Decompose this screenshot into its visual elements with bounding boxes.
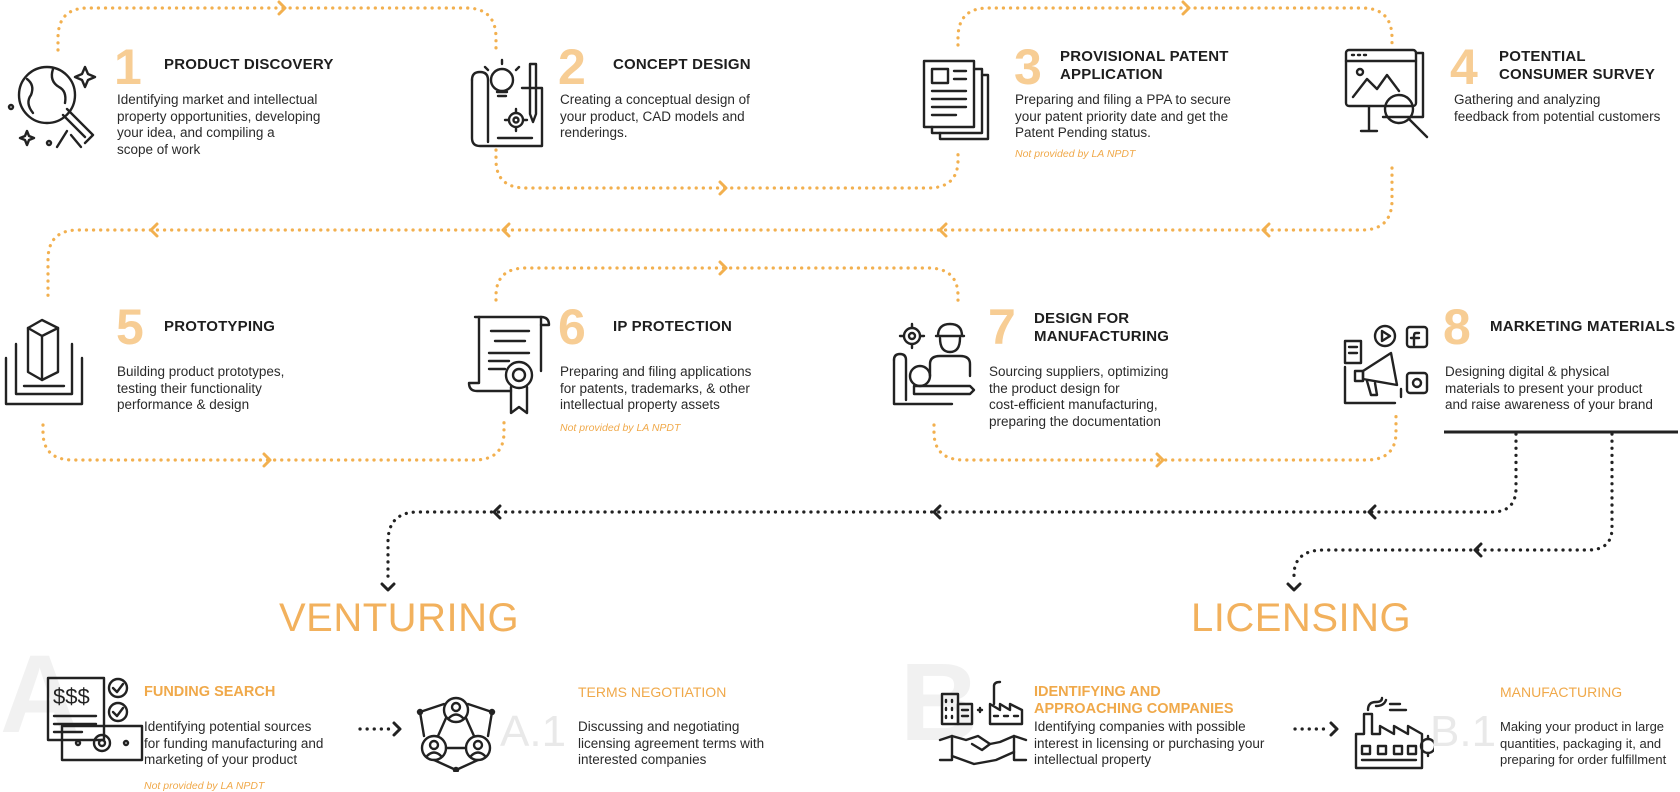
handshake-buildings-icon [938, 680, 1028, 770]
venturing-heading: VENTURING [279, 596, 520, 640]
step-6-note: Not provided by LA NPDT [560, 422, 681, 434]
connector-7-8 [932, 413, 1398, 462]
connector-1-2 [56, 6, 498, 52]
step-1-title: PRODUCT DISCOVERY [164, 56, 334, 73]
a1-label: A.1 [500, 707, 567, 756]
arrow-left-2 [938, 222, 948, 238]
arrow-right-dark-a [392, 721, 402, 737]
svg-text:$$$: $$$ [53, 684, 90, 709]
connector-4-5 [46, 166, 1394, 302]
arrow-left-dark-4 [1473, 542, 1483, 558]
arrow-down-dark-2 [1286, 582, 1302, 592]
step-5-title: PROTOTYPING [164, 318, 276, 335]
documents-icon [920, 57, 992, 141]
monitor-search-icon [1343, 47, 1433, 143]
step-8-number: 8 [1443, 299, 1471, 355]
arrow-right-4 [262, 452, 272, 468]
step-8-title: MARKETING MATERIALS [1490, 318, 1676, 335]
engineer-icon [890, 320, 978, 408]
arrow-right-1 [277, 0, 287, 16]
blueprint-idea-icon [462, 58, 550, 150]
step-2-number: 2 [558, 39, 586, 95]
connector-to-venturing [386, 432, 1518, 584]
step-6-number: 6 [558, 299, 586, 355]
factory-icon [1350, 696, 1434, 770]
step-7-number: 7 [988, 299, 1016, 355]
arrow-right-2 [718, 180, 728, 196]
licensing-heading: LICENSING [1191, 596, 1412, 640]
step-3-note: Not provided by LA NPDT [1015, 148, 1136, 160]
arrow-left-3 [501, 222, 511, 238]
arrow-right-5 [718, 260, 728, 276]
manufacturing-title: MANUFACTURING [1500, 684, 1623, 700]
step-5-description: Building product prototypes,testing thei… [117, 364, 285, 412]
connector-3-4 [956, 6, 1394, 47]
step-6-title: IP PROTECTION [613, 318, 733, 335]
arrow-left-dark-1 [1367, 504, 1377, 520]
arrow-left-dark-3 [492, 504, 502, 520]
connector-6-7 [494, 266, 960, 308]
b1-label: B.1 [1430, 707, 1497, 756]
step-3-number: 3 [1014, 39, 1042, 95]
arrow-left-dark-2 [932, 504, 942, 520]
certificate-icon [465, 313, 555, 417]
money-documents-icon: $$$ [46, 676, 146, 762]
prototype-3d-icon [2, 318, 86, 406]
megaphone-social-icon [1343, 323, 1429, 407]
globe-telescope-icon [5, 55, 97, 150]
network-people-icon [416, 692, 496, 772]
arrow-right-6 [1155, 452, 1165, 468]
arrow-right-dark-b [1329, 721, 1339, 737]
funding-search-title: FUNDING SEARCH [144, 684, 276, 700]
step-2-title: CONCEPT DESIGN [613, 56, 751, 73]
step-4-number: 4 [1450, 39, 1478, 95]
connector-2-3 [494, 148, 960, 190]
arrow-right-3 [1181, 0, 1191, 16]
arrow-left-4 [149, 222, 159, 238]
connector-to-licensing [1292, 432, 1614, 584]
connector-5-6 [41, 418, 506, 462]
step-5-number: 5 [116, 299, 144, 355]
funding-search-note: Not provided by LA NPDT [144, 780, 265, 792]
arrow-left-1 [1261, 222, 1271, 238]
terms-negotiation-title: TERMS NEGOTIATION [578, 684, 727, 700]
step-1-number: 1 [114, 39, 142, 95]
arrow-down-dark-1 [380, 582, 396, 592]
